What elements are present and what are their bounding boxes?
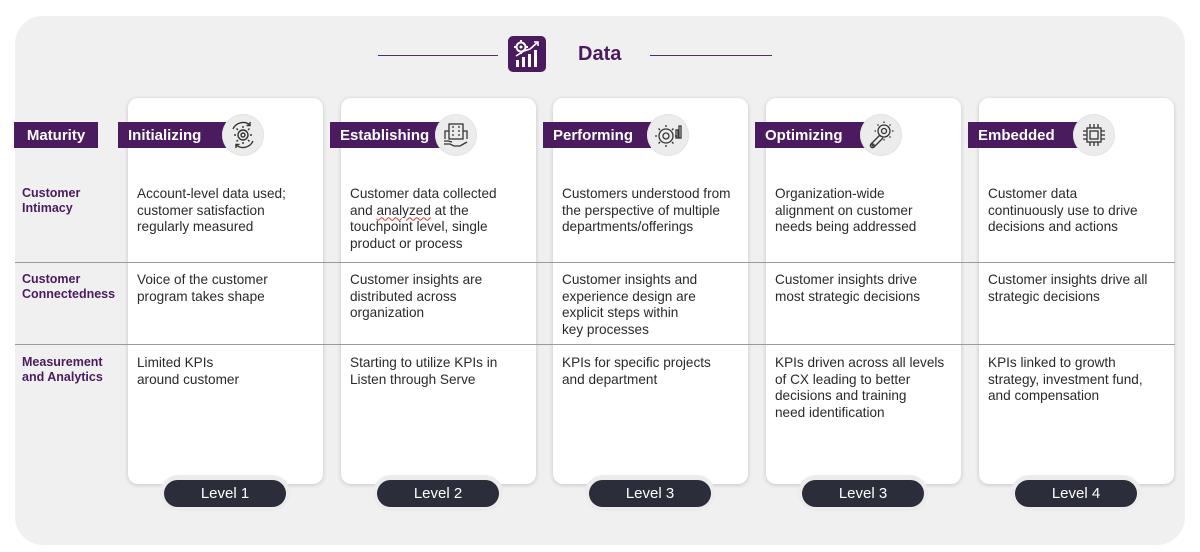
page-title: Data [578, 43, 622, 65]
cell-line: key processes [562, 321, 649, 337]
stage-card-optimizing [766, 98, 961, 484]
cell-line: experience design are [562, 288, 696, 304]
cell-line: and department [562, 371, 658, 387]
stage-card-initializing [128, 98, 323, 484]
cell-line: Customer insights drive [775, 272, 918, 287]
cell-line: KPIs driven across all levels [775, 355, 945, 370]
cell-line: Customer insights and [562, 272, 698, 287]
building-hand-icon [435, 114, 477, 156]
stage-card-embedded [979, 98, 1174, 484]
cell-line: distributed across [350, 288, 457, 304]
cell-line: the perspective of multiple [562, 202, 720, 218]
cell-line: and compensation [988, 388, 1100, 403]
row-divider [15, 262, 1175, 263]
row-label-line: Intimacy [22, 201, 73, 215]
cell-line: strategy, investment fund, [988, 371, 1143, 387]
cell-line: needs being addressed [775, 219, 917, 234]
cell-line: Account-level data used; [137, 186, 286, 201]
stage-tab-establishing: Establishing [330, 122, 442, 148]
cell-line: explicit steps within [562, 305, 679, 320]
row-label-line: and Analytics [22, 370, 103, 384]
cell-line: Limited KPIs [137, 355, 214, 370]
cell-line: KPIs for specific projects [562, 355, 711, 370]
cell-line: program takes shape [137, 288, 265, 304]
stage-tab-initializing: Initializing [118, 122, 226, 148]
cell-line: need identification [775, 404, 885, 420]
cell-initializing-intimacy: Account-level data used;customer satisfa… [137, 186, 322, 236]
spellcheck-flag: analyzed [376, 202, 431, 218]
cell-line: customer satisfaction [137, 202, 265, 218]
cell-line: KPIs linked to growth [988, 355, 1116, 370]
row-divider [15, 344, 1175, 345]
cell-line: Customers understood from [562, 186, 731, 201]
cell-line: strategic decisions [988, 288, 1100, 304]
cell-line: Customer insights are [350, 272, 483, 287]
stage-card-establishing [341, 98, 536, 484]
stage-tab-embedded: Embedded [968, 122, 1078, 148]
wrench-gear-icon [860, 114, 902, 156]
cell-line: of CX leading to better [775, 371, 911, 387]
cell-line: Customer data collected [350, 186, 497, 201]
row-label-line: Customer [22, 186, 81, 200]
level-badge-embedded: Level 4 [1015, 480, 1137, 507]
cell-line: most strategic decisions [775, 288, 921, 304]
cell-line: continuously use to drive [988, 202, 1138, 218]
cell-line: decisions and actions [988, 219, 1118, 234]
cell-line: alignment on customer [775, 202, 913, 218]
cell-line: Listen through Serve [350, 371, 476, 387]
stage-tab-optimizing: Optimizing [755, 122, 865, 148]
row-label-line: Customer [22, 272, 81, 286]
level-badge-optimizing: Level 3 [802, 480, 924, 507]
row-label-line: Connectedness [22, 287, 116, 301]
level-badge-establishing: Level 2 [377, 480, 499, 507]
header-rule-left [378, 55, 498, 56]
cell-line: around customer [137, 371, 240, 387]
cell-line: regularly measured [137, 219, 254, 234]
cell-line-spellcheck: and analyzed at the [350, 202, 469, 218]
maturity-label: Maturity [14, 122, 98, 148]
cell-line: Customer insights drive all [988, 272, 1148, 287]
cell-line: departments/offerings [562, 219, 694, 234]
stage-card-performing [553, 98, 748, 484]
cell-line: Voice of the customer [137, 272, 268, 287]
cell-establishing-intimacy: Customer data collected and analyzed at … [350, 186, 535, 252]
cell-line: Organization-wide [775, 186, 885, 201]
header-rule-right [650, 55, 772, 56]
stage-tab-performing: Performing [543, 122, 651, 148]
chip-icon [1073, 114, 1115, 156]
cell-line: Customer data [988, 186, 1078, 201]
cell-line: product or process [350, 235, 463, 251]
level-badge-performing: Level 3 [589, 480, 711, 507]
cell-line: decisions and training [775, 388, 907, 403]
row-label-line: Measurement [22, 355, 103, 369]
cell-line: organization [350, 305, 425, 320]
cell-line: Starting to utilize KPIs in [350, 355, 498, 370]
cell-line: touchpoint level, single [350, 219, 488, 234]
gear-chart-icon [647, 114, 689, 156]
gear-cycle-icon [222, 114, 264, 156]
chart-gear-icon [508, 36, 546, 72]
level-badge-initializing: Level 1 [164, 480, 286, 507]
